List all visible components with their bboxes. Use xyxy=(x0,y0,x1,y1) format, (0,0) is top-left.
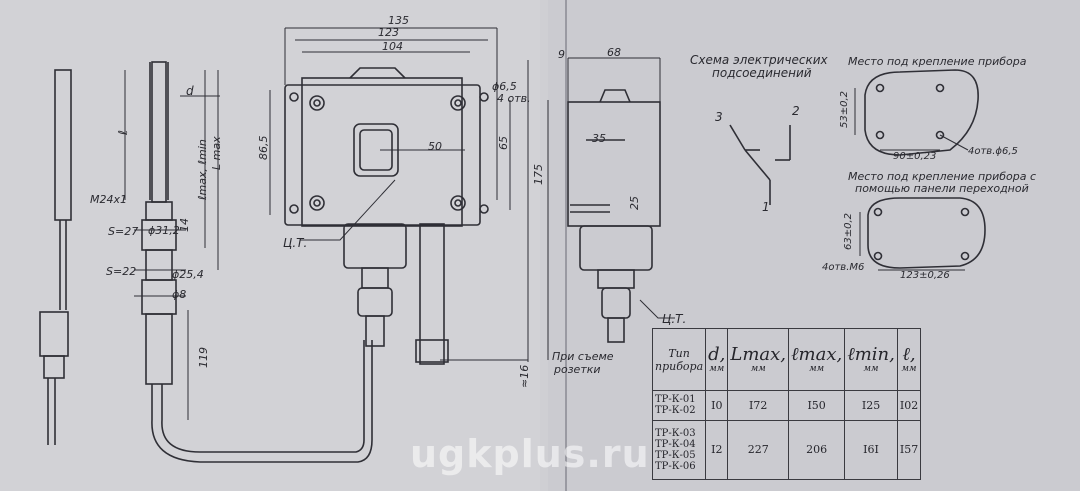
mount2-height-dim: 63±0,2 xyxy=(843,212,854,250)
front-view-dimension-lines xyxy=(269,27,529,362)
mount1-width-dim: 90±0,23 xyxy=(893,151,937,162)
dim-123: 123 xyxy=(378,26,399,39)
col-header-l: ℓ,мм xyxy=(896,328,922,391)
dim-135: 135 xyxy=(388,14,409,27)
dim-35: 35 xyxy=(592,132,606,145)
cell-lmin: I6I xyxy=(844,419,898,481)
watermark-text: ugkplus.ru xyxy=(410,432,650,476)
connector-note-line-2: розетки xyxy=(554,363,601,376)
mount1-title: Место под крепление прибора xyxy=(848,55,1027,68)
dim-68: 68 xyxy=(607,46,621,59)
dim-phi31-2: ϕ31,2 xyxy=(148,224,180,237)
center-of-gravity-label-2: Ц.Т. xyxy=(662,312,687,326)
dim-119: 119 xyxy=(197,347,210,368)
dim-104: 104 xyxy=(382,40,403,53)
dim-s27: S=27 xyxy=(108,225,139,238)
col-header-lmin: ℓmin,мм xyxy=(844,328,898,391)
wiring-terminal-2: 2 xyxy=(792,104,800,118)
mount2-title-line-1: Место под крепление прибора с xyxy=(848,170,1037,183)
col-header-lmax: ℓmax,мм xyxy=(788,328,846,391)
cell-Lmax: 227 xyxy=(727,419,790,481)
wiring-title-line-2: подсоединений xyxy=(712,66,812,80)
mount1-holes-dim: 4отв.ϕ6,5 xyxy=(968,146,1018,157)
probe-thin-drawing xyxy=(39,69,72,445)
col-header-type: Тип прибора xyxy=(651,328,707,391)
dim-25: 25 xyxy=(628,196,641,210)
device-side-view xyxy=(567,89,661,343)
dim-175: 175 xyxy=(532,164,545,185)
dim-16: ≈16 xyxy=(518,364,531,388)
device-front-view xyxy=(284,67,489,365)
dim-phi8: ϕ8 xyxy=(172,288,187,301)
cell-lmin: I25 xyxy=(844,390,898,421)
connector-note-line-1: При съеме xyxy=(552,350,614,363)
wiring-title-line-1: Схема электрических xyxy=(690,53,828,67)
mount2-holes-dim: 4отв.M6 xyxy=(822,262,865,273)
mount2-title-line-2: помощью панели переходной xyxy=(855,182,1029,195)
dim-l: ℓ xyxy=(116,130,130,135)
center-of-gravity-label-1: Ц.Т. xyxy=(283,236,308,250)
wiring-schematic xyxy=(729,124,791,205)
probe-dimension-lines xyxy=(124,70,220,420)
dim-4-holes: 4 отв. xyxy=(497,92,531,105)
dim-phi25-4: ϕ25,4 xyxy=(172,268,204,281)
cell-lmax: 206 xyxy=(788,419,846,481)
wiring-terminal-3: 3 xyxy=(715,110,723,124)
dim-d: d xyxy=(186,84,194,98)
dim-m24x1: M24x1 xyxy=(90,193,127,206)
cell-d: I0 xyxy=(705,390,729,421)
mount2-width-dim: 123±0,26 xyxy=(900,270,950,281)
table-row: ТР-К-01 ТР-К-02 I0 I72 I50 I25 I02 xyxy=(651,390,922,421)
mount1-height-dim: 53±0,2 xyxy=(839,90,850,128)
cell-l: I57 xyxy=(896,419,922,481)
probe-fitting-drawing xyxy=(141,61,373,463)
side-view-dimension-lines xyxy=(547,57,675,360)
dim-lmax: L max xyxy=(210,136,223,170)
col-header-Lmax: Lmax,мм xyxy=(727,328,790,391)
dim-86-5: 86,5 xyxy=(257,135,270,161)
col-header-d: d,мм xyxy=(705,328,729,391)
dim-14: 14 xyxy=(178,218,191,232)
dim-65: 65 xyxy=(497,136,510,150)
dim-phi-6-5: ϕ6,5 xyxy=(492,80,517,93)
table-row: ТР-К-03 ТР-К-04 ТР-К-05 ТР-К-06 I2 227 2… xyxy=(651,419,922,481)
cell-types: ТР-К-03 ТР-К-04 ТР-К-05 ТР-К-06 xyxy=(651,419,707,481)
dim-50: 50 xyxy=(428,140,442,153)
cell-Lmax: I72 xyxy=(727,390,790,421)
device-spec-table: Тип прибора d,мм Lmax,мм ℓmax,мм ℓmin,мм… xyxy=(651,328,922,481)
mount-outline-1 xyxy=(854,69,979,156)
dim-9: 9 xyxy=(558,48,565,61)
dim-s22: S=22 xyxy=(106,265,137,278)
cell-lmax: I50 xyxy=(788,390,846,421)
cell-d: I2 xyxy=(705,419,729,481)
mount-outline-2 xyxy=(859,197,986,271)
cell-types: ТР-К-01 ТР-К-02 xyxy=(651,390,707,421)
dim-lmax-lmin: ℓmax, ℓmin xyxy=(196,139,209,200)
wiring-terminal-1: 1 xyxy=(762,200,770,214)
cell-l: I02 xyxy=(896,390,922,421)
